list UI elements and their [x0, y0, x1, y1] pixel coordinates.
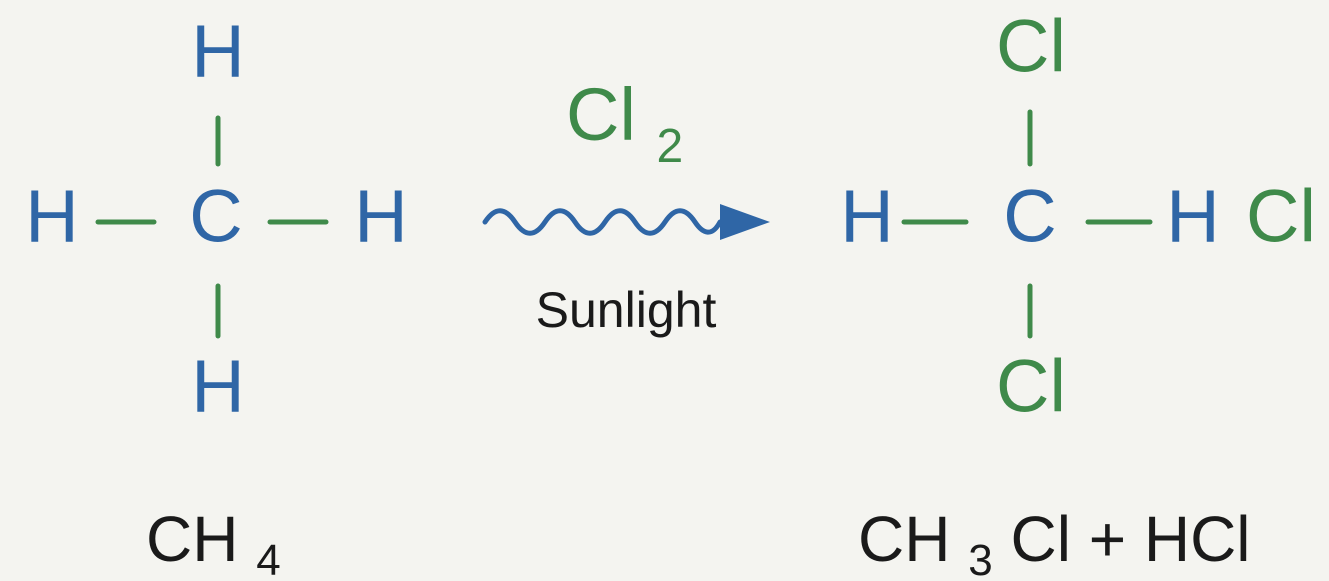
product-atom-top-cl: Cl	[996, 5, 1066, 88]
reaction-condition: Sunlight	[536, 282, 717, 338]
reaction-conditions: Cl 2 Sunlight	[482, 73, 770, 338]
reactant-structure: H H C H H	[25, 10, 407, 428]
reactant-atom-left-h: H	[25, 175, 78, 258]
reagent-main: Cl	[566, 73, 636, 156]
wavy-arrow-icon	[482, 208, 723, 236]
product-atom-center-c: C	[1003, 175, 1056, 258]
reactant-atom-top-h: H	[191, 10, 244, 93]
reactant-atom-right-h: H	[354, 175, 407, 258]
arrow-head-icon	[720, 204, 770, 240]
reactant-formula-main: CH	[146, 503, 238, 575]
reactant-atom-bottom-h: H	[191, 345, 244, 428]
product-atom-bottom-cl: Cl	[996, 345, 1066, 428]
reactant-formula-subscript: 4	[256, 536, 280, 581]
product-formula-subscript: 3	[968, 536, 992, 581]
reagent-subscript: 2	[656, 120, 683, 173]
formulas: CH 4 CH 3 Cl + HCl	[146, 503, 1251, 581]
product-atom-right-h: H	[1166, 175, 1219, 258]
product-atom-extra-cl: Cl	[1246, 175, 1316, 258]
product-formula-part2: Cl + HCl	[1010, 503, 1250, 575]
product-atom-left-h: H	[840, 175, 893, 258]
reactant-formula: CH 4	[146, 503, 281, 581]
product-formula: CH 3 Cl + HCl	[858, 503, 1251, 581]
reagent-formula: Cl 2	[566, 73, 683, 173]
product-formula-part1: CH	[858, 503, 950, 575]
product-structure: Cl H C H Cl Cl	[840, 5, 1316, 428]
reactant-atom-center-c: C	[189, 175, 242, 258]
